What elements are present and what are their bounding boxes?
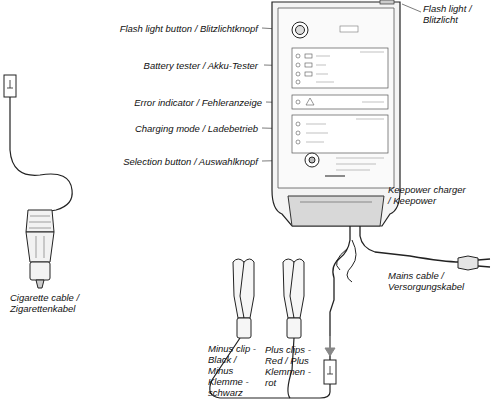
- mains-cable-callout: Mains cable / Versorgungskabel: [388, 270, 488, 292]
- charger-callout: Keepower charger / Keepower: [388, 184, 468, 206]
- flash-button-callout: Flash light button / Blitzlichtknopf: [108, 23, 258, 34]
- battery-tester-callout: Battery tester / Akku-Tester: [118, 60, 258, 71]
- charging-mode-callout: Charging mode / Ladebetrieb: [118, 123, 258, 134]
- flash-light-callout: Flash light / Blitzlicht: [423, 3, 483, 25]
- plus-clip-callout: Plus clips - Red / Plus Klemmen - rot: [265, 344, 317, 388]
- selection-button-callout: Selection button / Auswahlknopf: [96, 156, 258, 167]
- cigarette-cable-callout: Cigarette cable / Zigarettenkabel: [10, 292, 100, 314]
- minus-clip-callout: Minus clip - Black / Minus Klemme - schw…: [208, 343, 260, 398]
- error-indicator-callout: Error indicator / Fehleranzeige: [116, 97, 262, 108]
